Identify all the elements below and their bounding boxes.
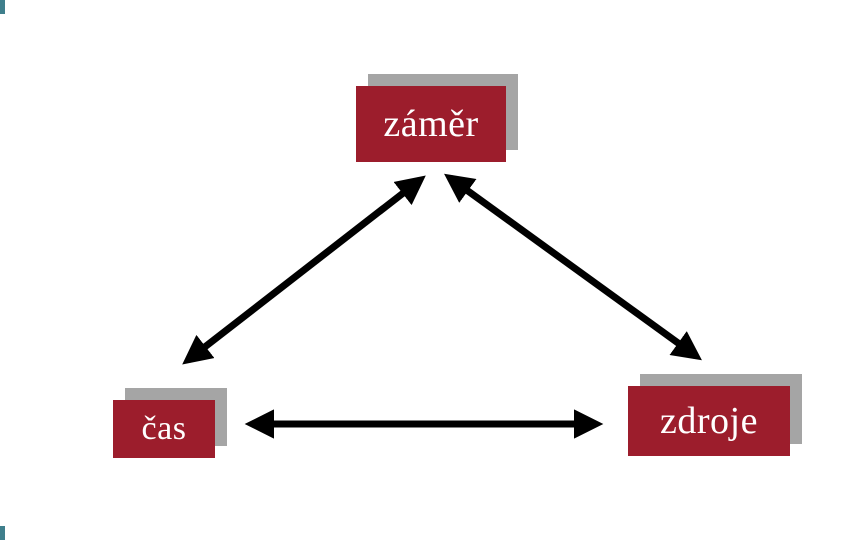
node-zdroje-label: zdroje [660,400,758,442]
edge-zamer-zdroje [444,173,702,361]
slide-edge-mark-top [0,0,5,14]
node-cas-label: čas [141,410,187,447]
slide-edge-mark-bottom [0,526,5,540]
node-zamer: záměr [356,86,506,162]
edge-zamer-cas [182,175,426,365]
node-zdroje: zdroje [628,386,790,456]
node-cas: čas [113,400,215,458]
node-zamer-label: záměr [383,103,479,145]
